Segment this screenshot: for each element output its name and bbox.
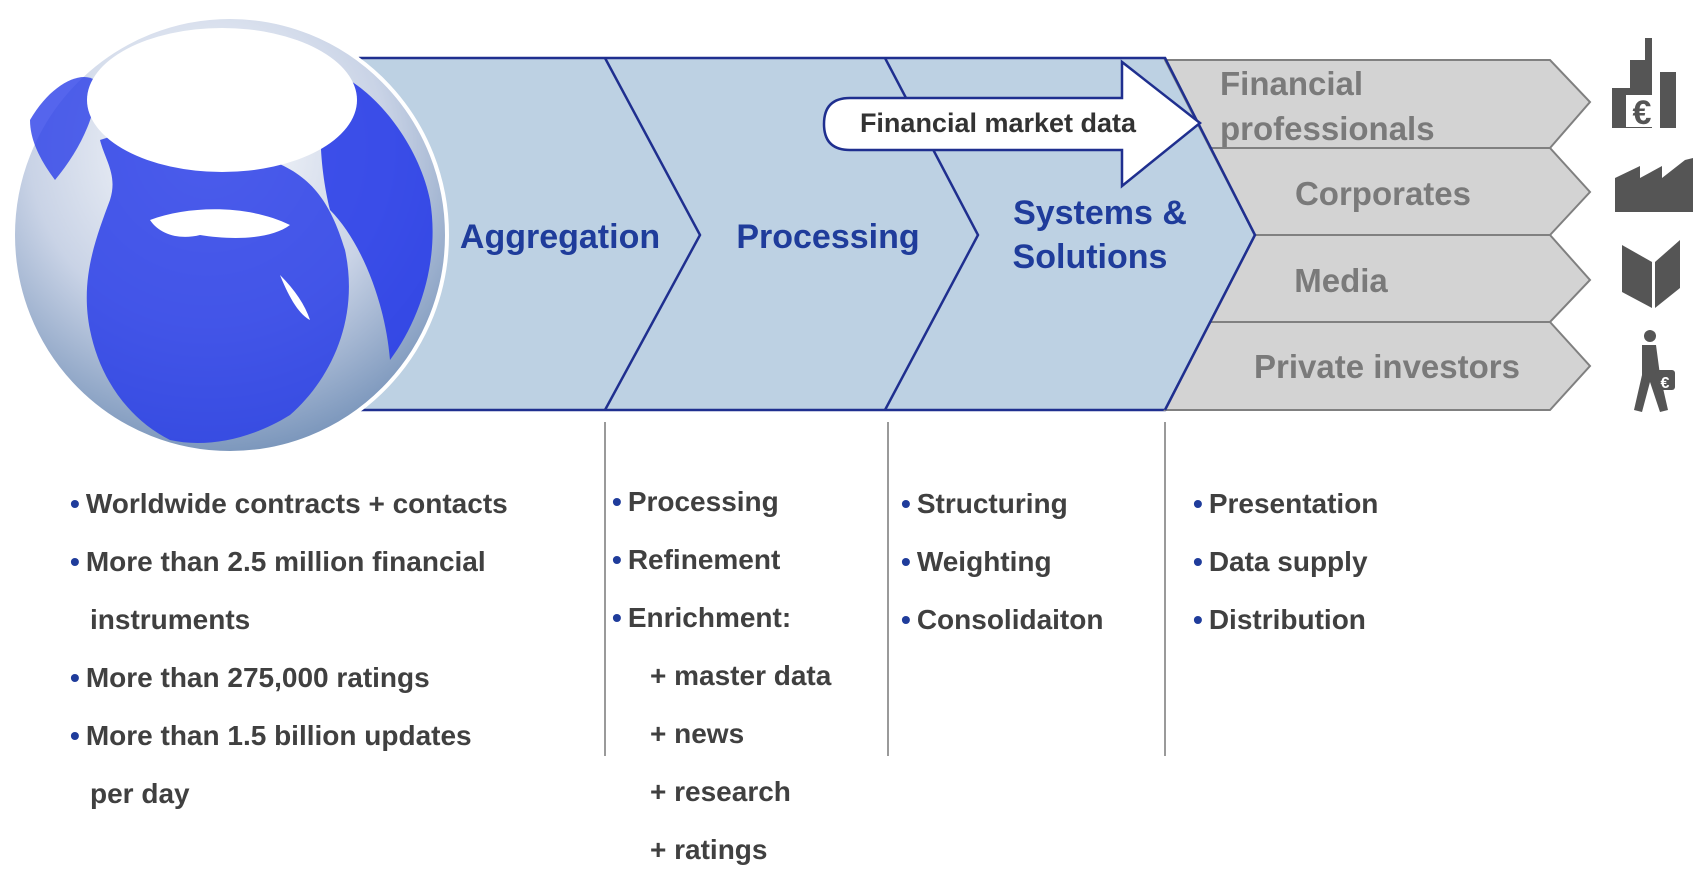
customers-bullets: •Presentation •Data supply •Distribution [1193, 485, 1378, 659]
systems-bullets: •Structuring •Weighting •Consolidaiton [901, 485, 1103, 659]
customer-label-private-investors: Private investors [1254, 348, 1520, 385]
svg-text:€: € [1633, 94, 1652, 132]
list-item: •More than 275,000 ratings [70, 662, 430, 693]
customer-label-media: Media [1294, 262, 1388, 299]
customer-label-financial-line2: professionals [1220, 110, 1435, 147]
stage-label-systems-line2: Solutions [1013, 238, 1168, 276]
list-item-sub: + news [650, 718, 745, 749]
customer-chevron-3 [1208, 234, 1592, 323]
band-right-edge [1163, 57, 1257, 411]
stage-divider-1 [603, 57, 702, 411]
globe-icon [11, 15, 449, 455]
list-item-continuation: instruments [90, 604, 251, 635]
stage-label-processing: Processing [736, 218, 919, 256]
list-item: •Weighting [901, 546, 1052, 577]
aggregation-bullets: •Worldwide contracts + contacts •More th… [70, 485, 508, 833]
list-item: •Data supply [1193, 546, 1368, 577]
value-chain-diagram: Aggregation Processing Systems & Solutio… [11, 15, 1693, 756]
stage-label-systems-line1: Systems & [1013, 194, 1187, 232]
list-item-sub: + research [650, 776, 791, 807]
svg-text:€: € [1661, 375, 1670, 392]
walking-investor-icon: € [1634, 330, 1675, 412]
list-item-sub: + ratings [650, 834, 768, 865]
customer-label-corporates: Corporates [1295, 175, 1471, 212]
list-item: •Consolidaiton [901, 604, 1104, 635]
list-item: •More than 2.5 million financial [70, 546, 486, 577]
list-item: •Distribution [1193, 604, 1366, 635]
list-item-continuation: per day [90, 778, 190, 809]
city-euro-icon: € [1612, 38, 1676, 132]
book-icon [1622, 240, 1680, 308]
list-item: •Structuring [901, 488, 1068, 519]
list-item: •Worldwide contracts + contacts [70, 488, 508, 519]
list-item: •More than 1.5 billion updates [70, 720, 472, 751]
stage-label-aggregation: Aggregation [460, 218, 660, 256]
list-item: •Processing [612, 486, 779, 517]
list-item: •Refinement [612, 544, 781, 575]
list-item: •Enrichment: [612, 602, 792, 633]
list-item-sub: + master data [650, 660, 832, 691]
list-item: •Presentation [1193, 488, 1379, 519]
financial-market-data-arrow [822, 59, 1203, 189]
arrow-label: Financial market data [860, 108, 1137, 138]
factory-icon [1615, 158, 1693, 212]
customer-label-financial-line1: Financial [1220, 65, 1363, 102]
processing-bullets: •Processing •Refinement •Enrichment: + m… [612, 483, 831, 889]
